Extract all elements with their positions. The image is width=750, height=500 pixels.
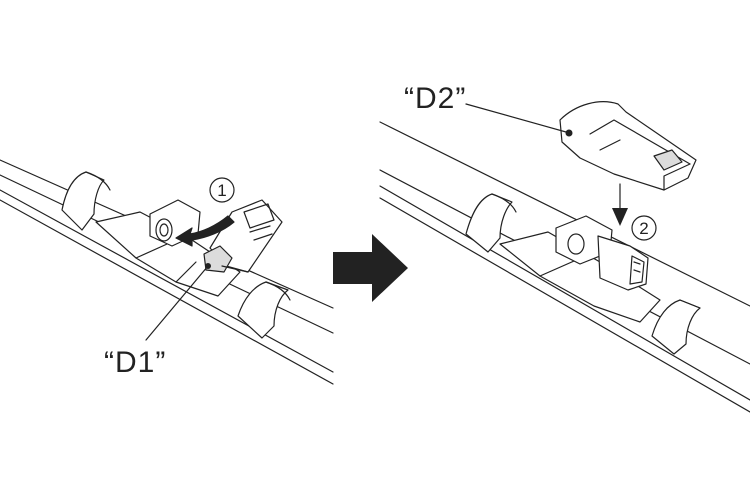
rotate-arrow-icon [175, 215, 235, 247]
adapter-d1 [203, 199, 283, 273]
step-1-number: 1 [217, 181, 226, 200]
label-d1: “D1” [104, 346, 166, 379]
right-wiper-blade [379, 121, 750, 413]
step-2-marker: 2 [631, 215, 657, 241]
adapter-d2 [559, 101, 697, 191]
left-wiper-blade [0, 159, 334, 385]
step-2-number: 2 [639, 219, 648, 238]
d1-callout-leader [145, 263, 211, 341]
down-arrow-icon [612, 183, 628, 226]
d2-callout-leader [465, 103, 567, 133]
right-arrow-icon [333, 234, 408, 302]
label-d2: “D2” [404, 82, 466, 115]
step-1-marker: 1 [209, 177, 235, 203]
